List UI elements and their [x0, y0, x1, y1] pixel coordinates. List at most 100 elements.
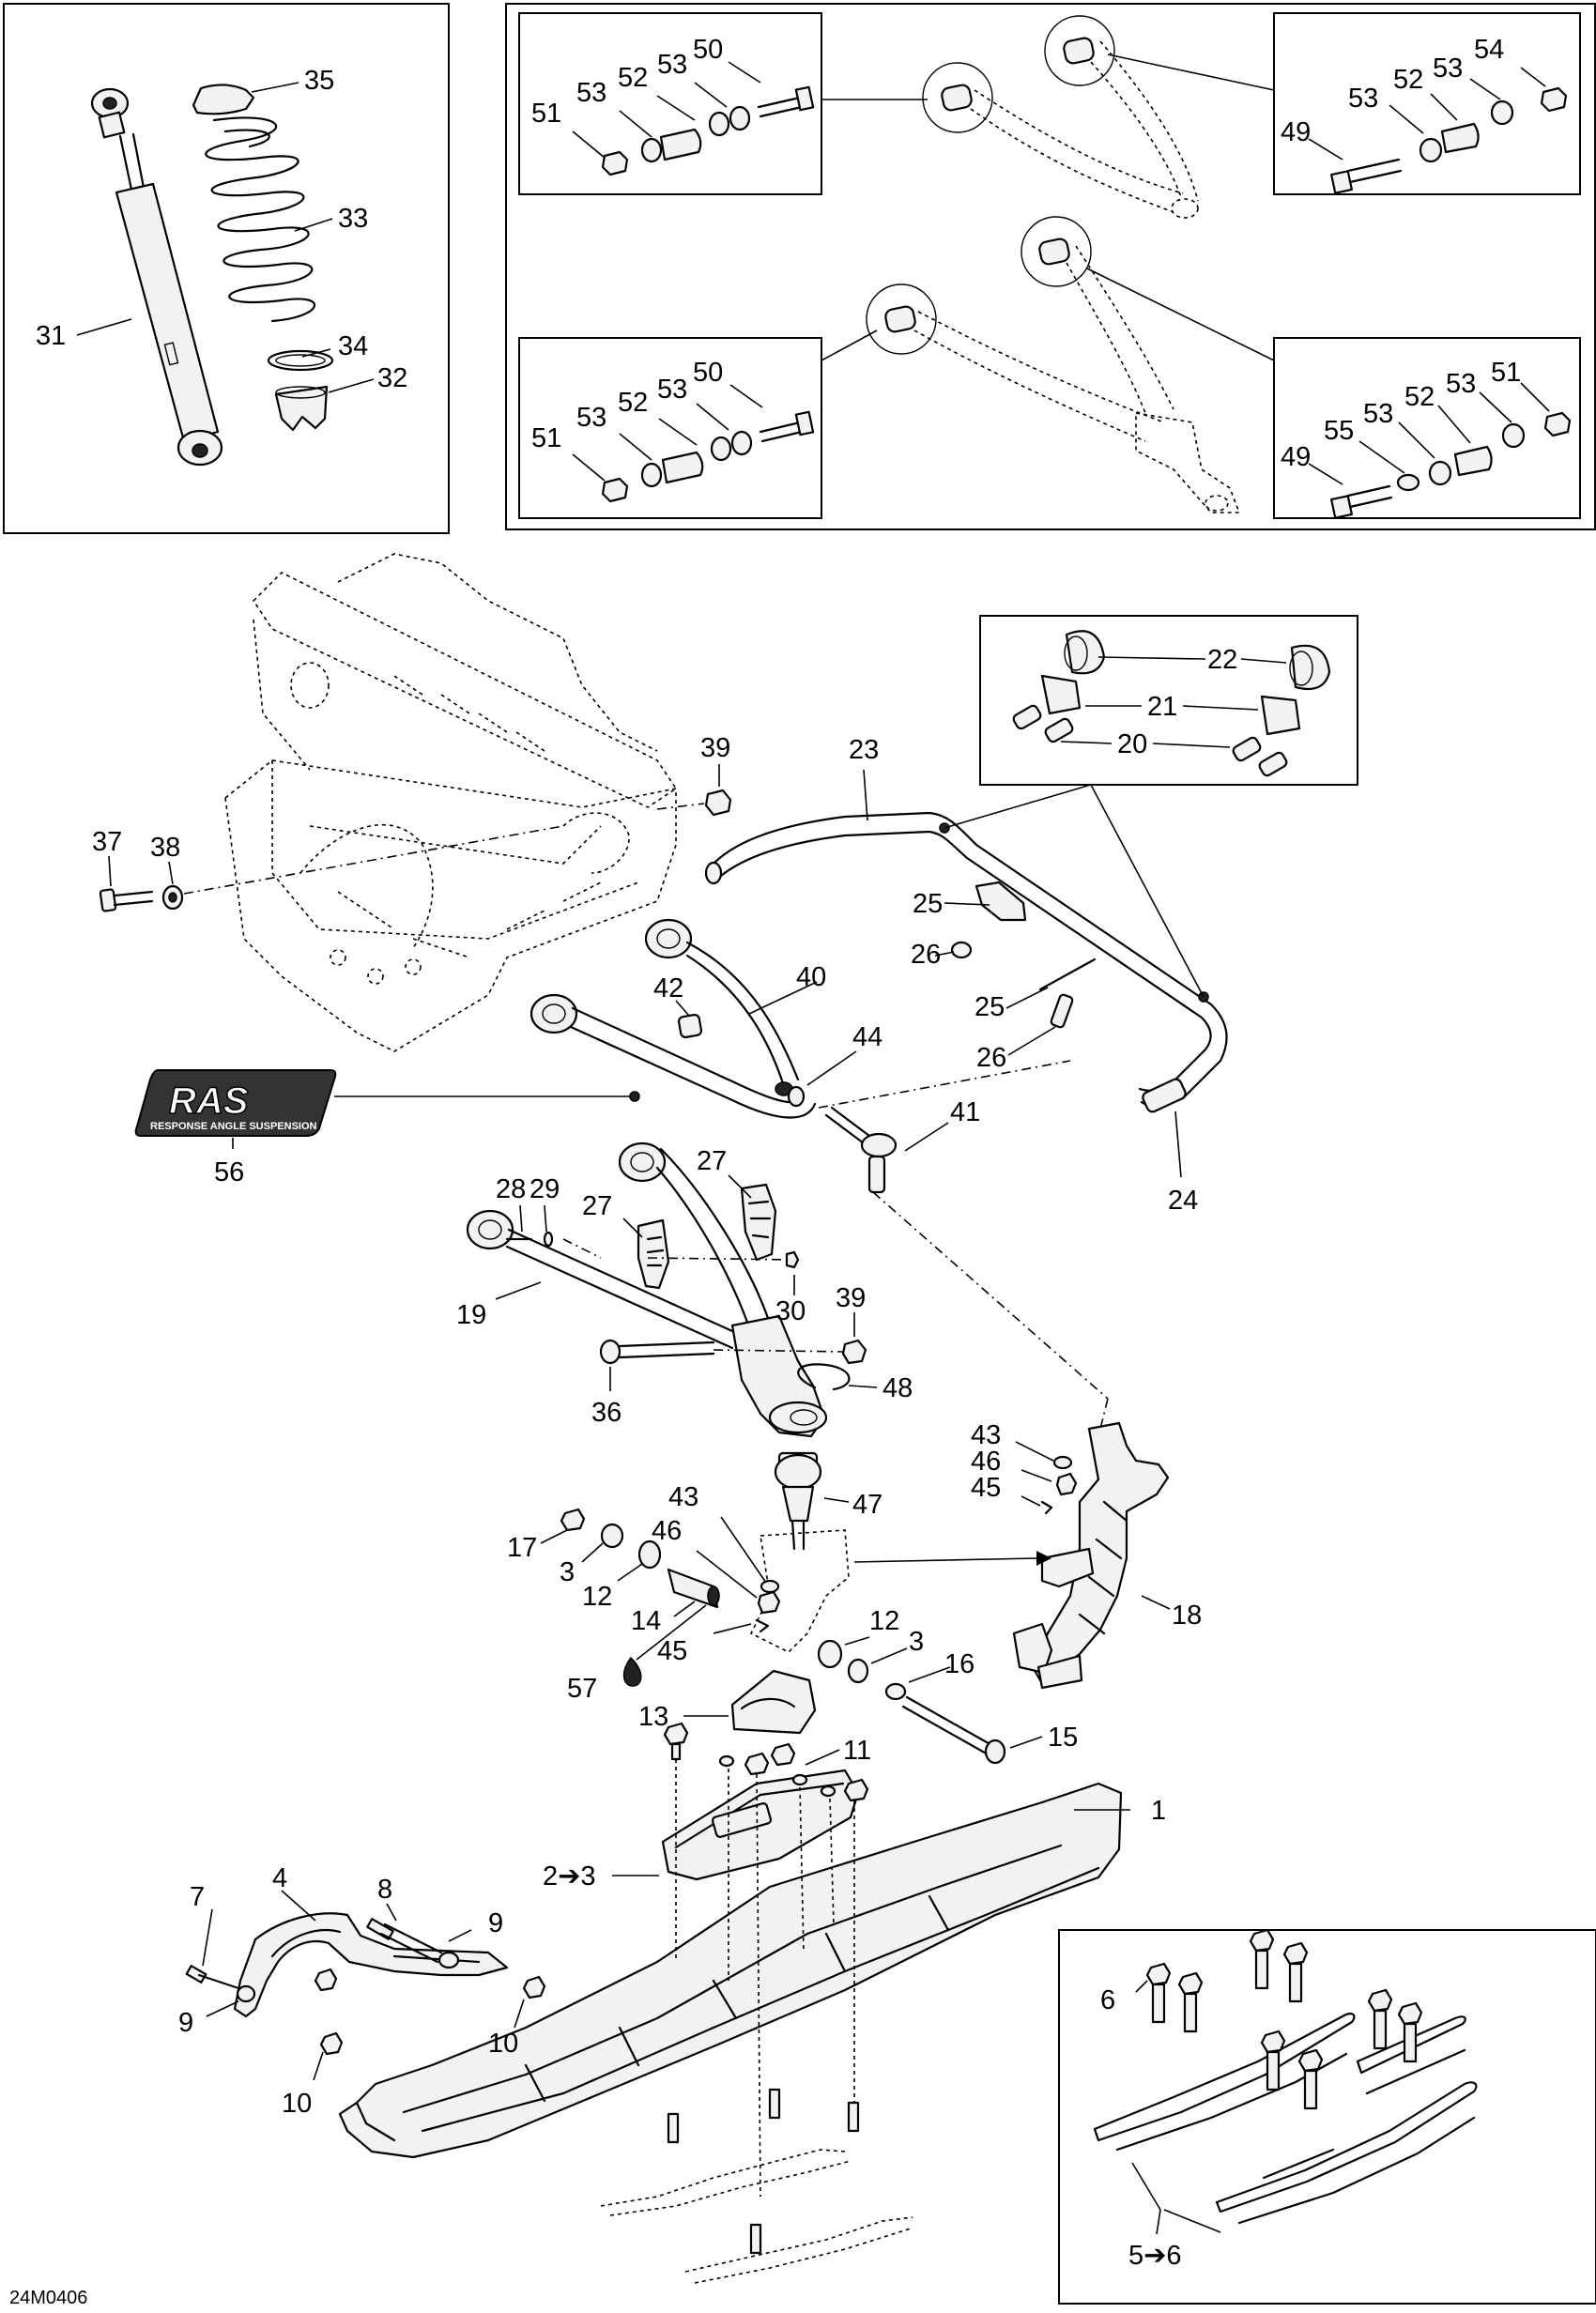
callout-38: 38 — [150, 833, 180, 863]
tl-callout-50: 50 — [693, 35, 723, 65]
callout-26b: 26 — [976, 1043, 1006, 1073]
coil-spring — [205, 116, 315, 323]
callout-37: 37 — [92, 827, 122, 857]
callout-43b: 43 — [971, 1420, 1001, 1450]
ski-loop: 4 8 9 7 9 10 10 — [178, 1863, 546, 2119]
callout-45b: 45 — [971, 1473, 1001, 1503]
spindle: 18 43 46 45 — [853, 1191, 1202, 1690]
callout-10a: 10 — [282, 2089, 312, 2119]
callout-46a: 46 — [652, 1516, 682, 1546]
upper-a-arm: 40 42 — [529, 918, 826, 1119]
callout-1: 1 — [1151, 1796, 1166, 1826]
callout-13: 13 — [638, 1702, 668, 1732]
callout-41: 41 — [950, 1097, 980, 1127]
callout-12a: 12 — [582, 1582, 612, 1612]
callout-48: 48 — [882, 1373, 913, 1403]
shock-absorber — [90, 87, 223, 467]
tr-callout-49: 49 — [1281, 117, 1311, 147]
callout-8: 8 — [377, 1875, 392, 1905]
hardware-set-br: 49 55 53 52 53 51 — [1281, 358, 1572, 519]
callout-12b: 12 — [869, 1606, 899, 1636]
callout-6: 6 — [1100, 1985, 1115, 2015]
br-callout-51: 51 — [1491, 358, 1521, 388]
spring-ring — [267, 349, 334, 372]
callout-45a: 45 — [657, 1636, 687, 1666]
callout-20: 20 — [1117, 729, 1147, 759]
callout-34: 34 — [338, 331, 368, 361]
callout-7: 7 — [190, 1882, 205, 1912]
hardware-set-bl: 51 53 52 53 50 — [531, 358, 815, 503]
callout-25a: 25 — [913, 889, 943, 919]
callout-36: 36 — [591, 1398, 622, 1428]
tr-callout-53a: 53 — [1348, 84, 1378, 114]
callout-17: 17 — [507, 1533, 537, 1563]
ras-logo-brand: RAS — [169, 1080, 249, 1122]
tl-callout-52: 52 — [618, 63, 648, 93]
callout-47: 47 — [852, 1490, 882, 1520]
hardware-set-tr: 49 53 52 53 54 — [1281, 35, 1568, 194]
callout-22: 22 — [1207, 645, 1237, 675]
lower-a-arm-ghost — [866, 216, 1241, 513]
callout-40: 40 — [796, 962, 826, 992]
callout-56: 56 — [214, 1157, 244, 1187]
hardware-set-tl: 51 53 52 53 50 — [531, 35, 815, 176]
upper-a-arm-ghost — [922, 15, 1199, 219]
shock-spring-box: 31 35 33 34 32 — [3, 3, 450, 534]
callout-25b: 25 — [974, 992, 1005, 1022]
bl-callout-50: 50 — [693, 358, 723, 388]
lower-ball-joint: 48 47 — [774, 1363, 913, 1551]
ski-pivot-hardware: 17 3 12 14 57 — [507, 1508, 720, 1704]
callout-10b: 10 — [488, 2029, 518, 2059]
lower-a-arm: 19 — [456, 1141, 828, 1438]
callout-21: 21 — [1147, 692, 1177, 722]
br-callout-52: 52 — [1404, 382, 1435, 412]
callout-16: 16 — [944, 1649, 974, 1679]
preload-adjuster — [274, 385, 329, 432]
callout-24: 24 — [1168, 1186, 1198, 1216]
tr-callout-52: 52 — [1393, 65, 1423, 95]
callout-44: 44 — [852, 1022, 882, 1052]
callout-14: 14 — [631, 1606, 661, 1636]
link-brackets: 25 26 25 26 — [911, 881, 1097, 1073]
spring-cap — [192, 84, 255, 115]
callout-19: 19 — [456, 1300, 486, 1330]
br-callout-55: 55 — [1324, 416, 1354, 446]
carbide-runner-box: 6 5➔6 — [1058, 1928, 1596, 2305]
spindle-center-ghost — [749, 1529, 850, 1653]
br-callout-49: 49 — [1281, 442, 1311, 472]
callout-27b: 27 — [697, 1146, 727, 1176]
bl-callout-51: 51 — [531, 423, 561, 453]
tr-callout-53b: 53 — [1433, 54, 1463, 84]
ski-mount-bolts: 11 — [663, 1722, 871, 2198]
callout-28: 28 — [496, 1174, 526, 1204]
tl-callout-51: 51 — [531, 99, 561, 129]
tr-callout-54: 54 — [1474, 35, 1504, 65]
upper-ball-joint: 44 41 — [787, 1022, 1071, 1194]
ras-logo: RAS RESPONSE ANGLE SUSPENSION 56 — [134, 1069, 640, 1187]
tl-callout-53a: 53 — [576, 78, 606, 108]
callout-31: 31 — [36, 321, 66, 351]
tl-callout-53b: 53 — [657, 50, 687, 80]
callout-15: 15 — [1048, 1723, 1078, 1753]
callout-29: 29 — [529, 1174, 560, 1204]
lower-arm-bolt: 36 39 — [591, 1283, 867, 1428]
callout-32: 32 — [377, 363, 407, 393]
callout-39a: 39 — [700, 733, 730, 763]
callout-3b: 3 — [909, 1627, 924, 1657]
callout-46b: 46 — [971, 1447, 1001, 1477]
chassis-ghost — [224, 553, 678, 1052]
bl-callout-53b: 53 — [657, 375, 687, 405]
br-callout-53a: 53 — [1363, 399, 1393, 429]
callout-4: 4 — [272, 1863, 287, 1893]
callout-11: 11 — [843, 1736, 871, 1766]
callout-23: 23 — [849, 735, 879, 765]
callout-30: 30 — [775, 1296, 806, 1326]
callout-9a: 9 — [488, 1908, 503, 1938]
callout-3a: 3 — [560, 1557, 575, 1587]
bl-callout-52: 52 — [618, 388, 648, 418]
callout-57: 57 — [567, 1674, 597, 1704]
ski: 1 2➔3 — [338, 1769, 1166, 2159]
shock-guards: 28 29 27 27 30 — [496, 1146, 806, 1326]
ski-runners — [600, 2088, 913, 2284]
sway-bar — [704, 811, 1228, 1113]
